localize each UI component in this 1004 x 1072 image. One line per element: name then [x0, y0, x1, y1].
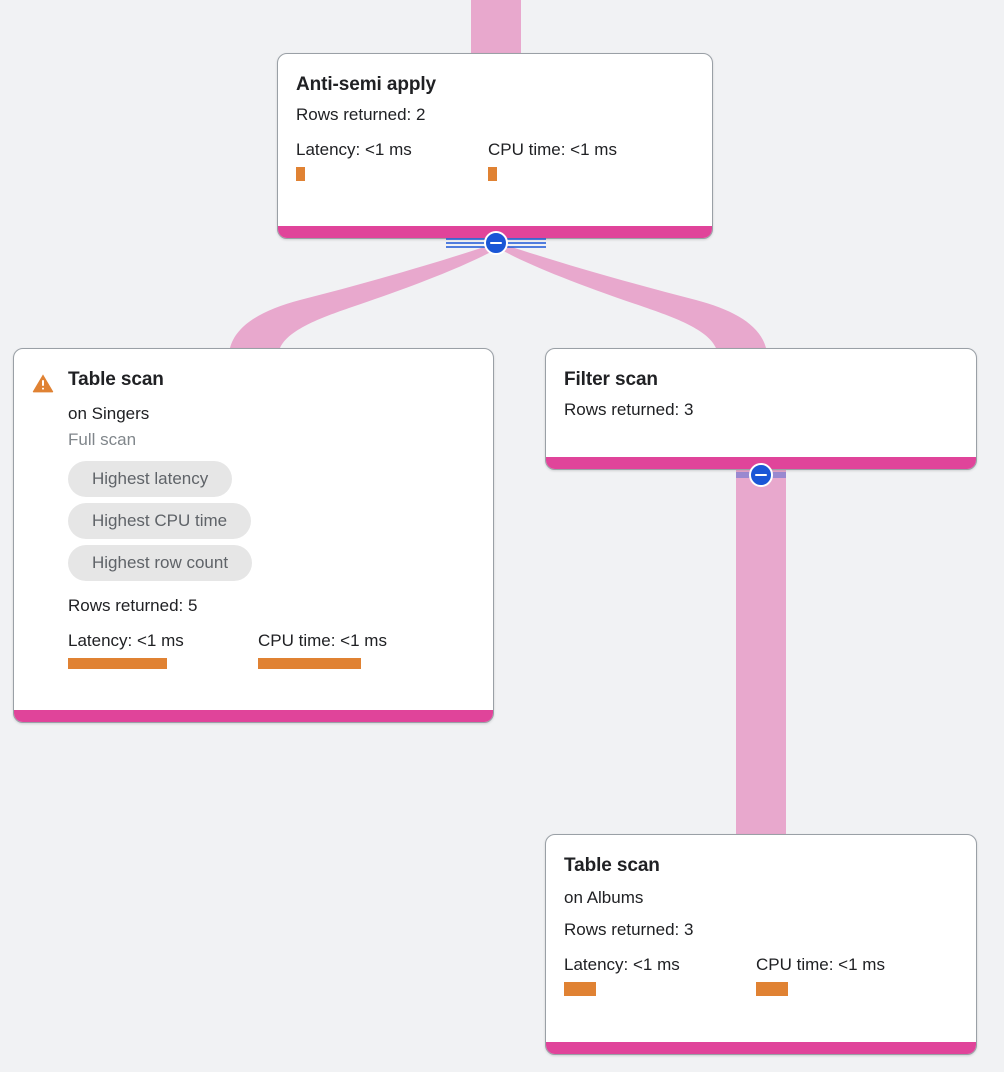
node-anti-semi-apply-header: Anti-semi apply	[296, 74, 694, 96]
node-title: Anti-semi apply	[296, 74, 436, 95]
node-status-bar	[546, 1042, 976, 1054]
badge-highest-cpu-time[interactable]: Highest CPU time	[68, 503, 252, 539]
metric-cpu-time: CPU time: <1 ms	[488, 139, 617, 181]
edge-root-to-table-scan-singers	[230, 243, 498, 348]
metric-latency: Latency: <1 ms	[564, 954, 756, 996]
metric-cpu-time-label: CPU time: <1 ms	[258, 631, 387, 650]
node-title: Table scan	[68, 369, 164, 390]
minus-glyph	[755, 474, 767, 476]
metric-cpu-time-label: CPU time: <1 ms	[756, 955, 885, 974]
metric-latency-label: Latency: <1 ms	[564, 955, 680, 974]
badge-highest-latency[interactable]: Highest latency	[68, 461, 233, 497]
rows-returned-text: Rows returned: 3	[564, 920, 694, 939]
node-anti-semi-apply[interactable]: Anti-semi apply Rows returned: 2 Latency…	[277, 53, 713, 239]
metric-latency: Latency: <1 ms	[68, 630, 258, 669]
node-title: Table scan	[564, 855, 660, 876]
node-metrics: Latency: <1 ms CPU time: <1 ms	[296, 139, 694, 181]
node-filter-scan-body: Filter scan Rows returned: 3	[546, 349, 976, 438]
edge-filter-scan-to-table-scan-albums	[736, 470, 786, 834]
rows-returned-text: Rows returned: 3	[564, 400, 694, 419]
minus-circle-icon[interactable]	[749, 463, 773, 487]
metric-latency-bar	[296, 167, 305, 181]
minus-glyph	[490, 242, 502, 244]
collapse-toggle-filter-scan[interactable]	[711, 462, 811, 488]
metric-cpu-time-label: CPU time: <1 ms	[488, 140, 617, 159]
warning-triangle-icon	[32, 374, 54, 393]
metric-cpu-time: CPU time: <1 ms	[258, 630, 387, 669]
node-metrics: Latency: <1 ms CPU time: <1 ms	[68, 630, 475, 669]
edge-root-to-filter-scan	[498, 243, 766, 348]
node-table-scan-albums[interactable]: Table scan on Albums Rows returned: 3 La…	[545, 834, 977, 1055]
node-table-scan-singers[interactable]: Table scan on Singers Full scan Highest …	[13, 348, 494, 723]
rows-returned-text: Rows returned: 5	[68, 596, 198, 615]
badge-list: Highest latency Highest CPU time Highest…	[68, 461, 475, 587]
node-title: Filter scan	[564, 369, 658, 390]
edge-root-inbound	[471, 0, 521, 54]
metric-latency-label: Latency: <1 ms	[296, 140, 412, 159]
node-filter-scan-header: Filter scan	[564, 369, 958, 391]
badge-highest-row-count[interactable]: Highest row count	[68, 545, 253, 581]
node-metrics: Latency: <1 ms CPU time: <1 ms	[564, 954, 958, 996]
metric-latency-bar	[68, 658, 167, 669]
collapse-toggle-anti-semi-apply[interactable]	[446, 230, 546, 256]
node-table-scan-singers-body: Table scan on Singers Full scan Highest …	[14, 349, 493, 685]
metric-cpu-time-bar	[488, 167, 497, 181]
scan-type-text: Full scan	[68, 430, 137, 449]
minus-circle-icon[interactable]	[484, 231, 508, 255]
node-status-bar	[14, 710, 493, 722]
rows-returned-text: Rows returned: 2	[296, 105, 426, 124]
node-table-scan-albums-header: Table scan	[564, 855, 958, 877]
node-filter-scan[interactable]: Filter scan Rows returned: 3	[545, 348, 977, 470]
on-table-text: on Singers	[68, 404, 150, 423]
metric-latency-bar	[564, 982, 596, 996]
node-anti-semi-apply-body: Anti-semi apply Rows returned: 2 Latency…	[278, 54, 712, 197]
metric-latency-label: Latency: <1 ms	[68, 631, 184, 650]
metric-cpu-time-bar	[258, 658, 361, 669]
metric-latency: Latency: <1 ms	[296, 139, 488, 181]
node-detail-block: on Singers Full scan Highest latency Hig…	[68, 401, 475, 669]
node-table-scan-singers-header: Table scan	[32, 369, 475, 393]
metric-cpu-time-bar	[756, 982, 788, 996]
metric-cpu-time: CPU time: <1 ms	[756, 954, 885, 996]
on-table-text: on Albums	[564, 888, 644, 907]
node-table-scan-albums-body: Table scan on Albums Rows returned: 3 La…	[546, 835, 976, 1012]
